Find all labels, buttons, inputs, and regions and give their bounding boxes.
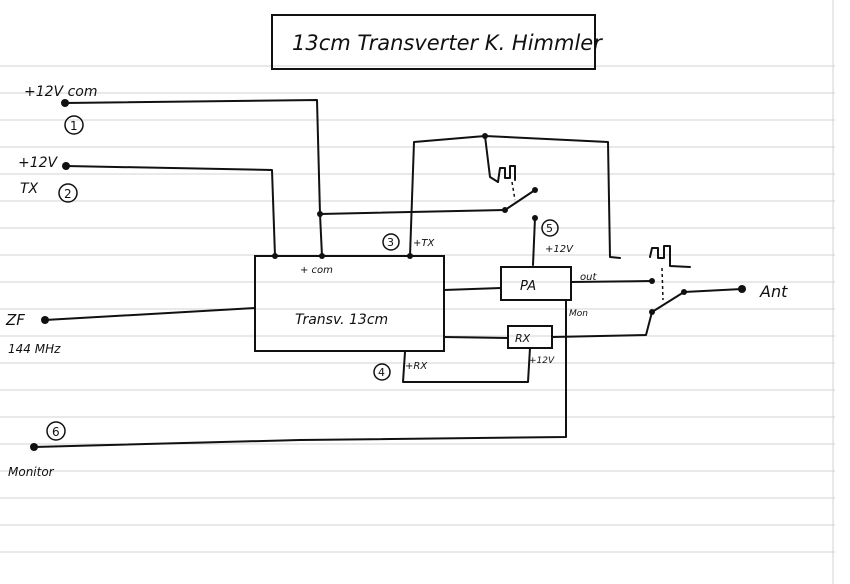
pa-supply-badge (541, 219, 559, 237)
if-frequency: 144 MHz (8, 342, 61, 356)
rx-pin-badge (373, 363, 391, 381)
if-label: ZF (5, 311, 25, 329)
pa-supply-label: +12V (545, 244, 574, 255)
terminal-2-label-line2: TX (20, 181, 39, 197)
terminal-2-badge (58, 183, 78, 203)
pa-label: PA (520, 279, 536, 294)
terminal-2-number: 2 (64, 187, 72, 201)
pa-supply-number: 5 (546, 222, 553, 235)
terminal-1-badge (64, 115, 84, 135)
relay-linkage-1 (511, 181, 516, 201)
relay-linkage-2 (661, 267, 664, 301)
junction-dots (272, 133, 746, 315)
rx-label: RX (515, 332, 531, 345)
transverter-com-pin: + com (300, 265, 333, 276)
pa-out-label: out (580, 272, 597, 283)
rx-pin-label: +RX (405, 361, 428, 372)
terminal-1-label: +12V com (24, 84, 97, 100)
title: 13cm Transverter K. Himmler (292, 31, 603, 55)
pa-block (500, 266, 572, 301)
antenna-label: Ant (759, 282, 788, 301)
terminal-2-label-line1: +12V (18, 155, 59, 171)
tx-pin-label: +TX (413, 238, 435, 249)
pa-mon-label: Mon (569, 309, 588, 319)
tx-pin-badge (382, 233, 400, 251)
terminal-6-badge (46, 421, 66, 441)
rx-supply-label: +12V (529, 356, 555, 366)
transverter-label: Transv. 13cm (295, 312, 388, 328)
wiring (33, 99, 743, 448)
rx-pin-number: 4 (378, 366, 385, 379)
title-box (271, 14, 596, 70)
terminal-6-number: 6 (52, 425, 60, 439)
terminal-1-number: 1 (70, 119, 78, 133)
transverter-block (254, 255, 445, 352)
tx-pin-number: 3 (387, 236, 394, 249)
terminal-6-label: Monitor (8, 465, 55, 479)
